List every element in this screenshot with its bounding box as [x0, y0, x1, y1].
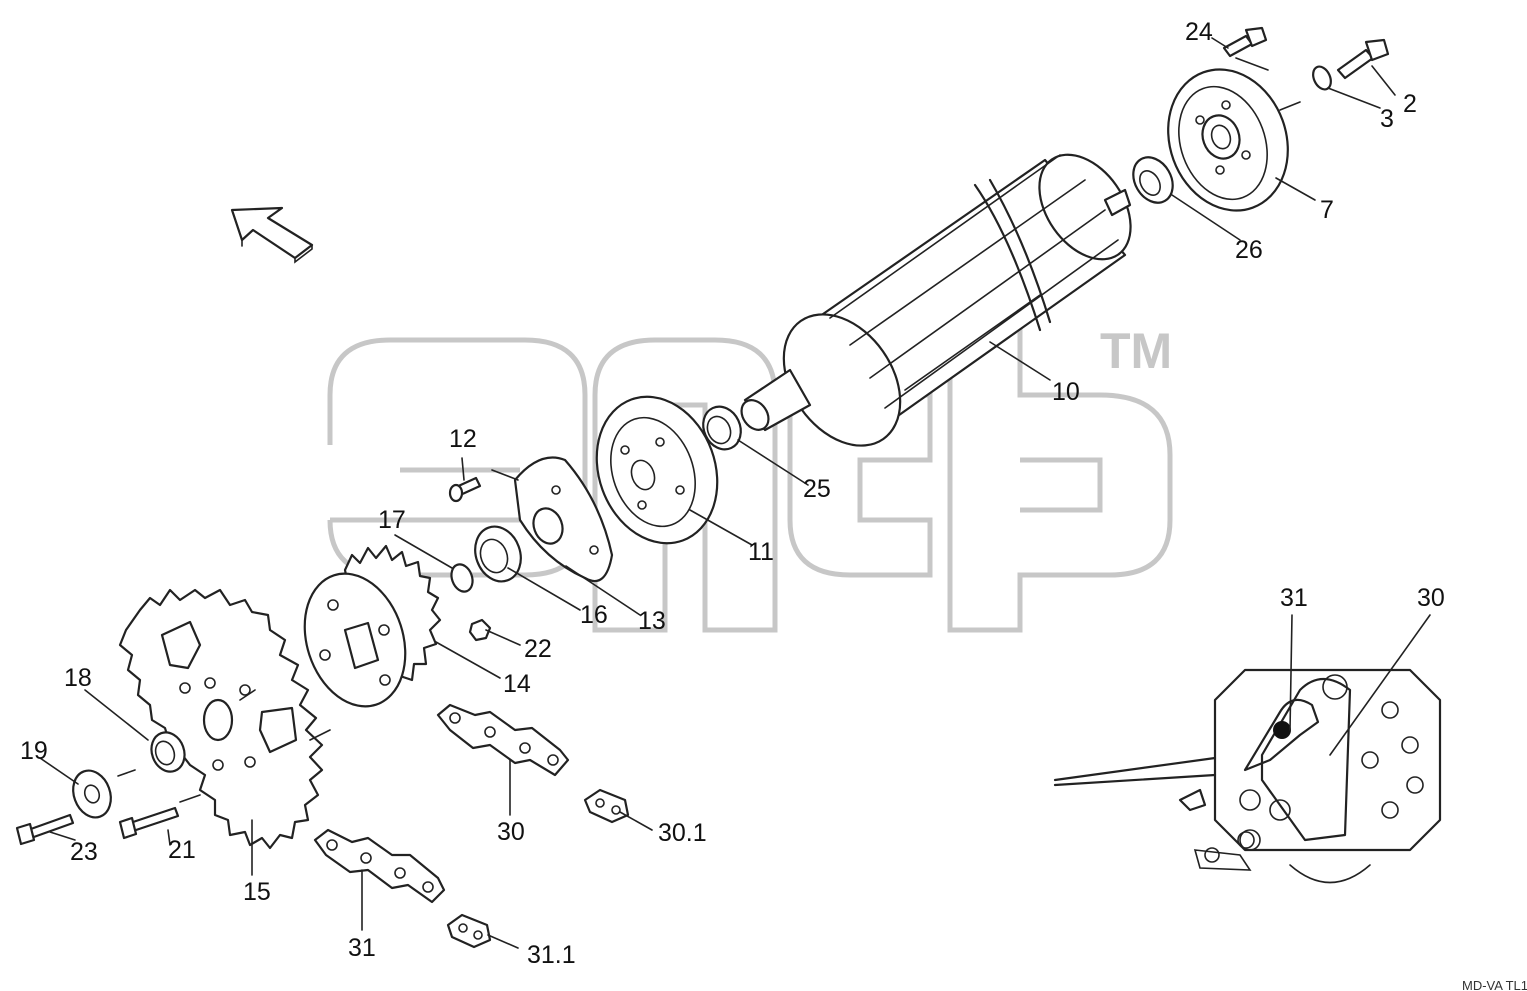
callout-24: 24	[1185, 18, 1213, 46]
callout-7: 7	[1320, 196, 1334, 224]
drawing-code: MD-VA TL10	[1462, 978, 1527, 991]
callout-3: 3	[1380, 105, 1394, 133]
watermark-tm: TM	[1100, 323, 1172, 379]
callout-30: 30	[497, 818, 525, 846]
callout-17: 17	[378, 506, 406, 534]
callout-15: 15	[243, 878, 271, 906]
bolt-part-12	[448, 476, 482, 503]
bolt-part-24	[1222, 26, 1268, 58]
callout-12: 12	[449, 425, 477, 453]
chain-link-part-31-1	[446, 913, 492, 949]
callout-30-inset: 30	[1417, 584, 1445, 612]
bushing-part-18	[150, 731, 186, 773]
bolt-part-23	[15, 813, 75, 846]
callout-11: 11	[748, 538, 774, 566]
washer-part-3	[1312, 65, 1332, 91]
callout-25: 25	[803, 475, 831, 503]
callout-30-1: 30.1	[658, 819, 707, 847]
callout-19: 19	[20, 737, 48, 765]
leader-lines	[39, 37, 1431, 949]
callout-10: 10	[1052, 378, 1080, 406]
nut-part-22	[468, 618, 492, 642]
bolt-part-21	[118, 806, 180, 840]
callout-31-1: 31.1	[527, 941, 576, 969]
callout-26: 26	[1235, 236, 1263, 264]
inset-machine-schematic	[1053, 668, 1442, 884]
callout-23: 23	[70, 838, 98, 866]
callout-21: 21	[168, 836, 196, 864]
roller-drum-part-10	[740, 153, 1132, 447]
bushing-part-26	[1132, 156, 1174, 204]
callout-18: 18	[64, 664, 92, 692]
washer-part-19	[72, 769, 112, 819]
callout-31-inset: 31	[1280, 584, 1308, 612]
direction-arrow-icon	[230, 206, 314, 264]
sprocket-part-15	[118, 588, 324, 850]
chain-link-part-30-1	[583, 788, 630, 824]
sprocket-part-14	[303, 544, 442, 708]
callout-31: 31	[348, 934, 376, 962]
chain-part-30	[436, 703, 570, 777]
chain-part-31	[313, 828, 446, 904]
callout-13: 13	[638, 607, 666, 635]
flange-plate-part-13	[513, 456, 614, 583]
callout-14: 14	[503, 670, 531, 698]
ring-part-17	[450, 563, 474, 593]
bolt-part-2	[1336, 38, 1390, 80]
callout-2: 2	[1403, 90, 1417, 118]
watermark-logo: TM	[327, 323, 1173, 633]
end-plate-part-7	[1167, 68, 1289, 212]
pulley-disc-part-11	[595, 395, 719, 545]
callout-labels: 24 2 3 7 26 10 25 11 12 17 16 13 22 14 1…	[20, 18, 1445, 969]
callout-16: 16	[580, 601, 608, 629]
callout-22: 22	[524, 635, 552, 663]
bearing-part-16	[474, 507, 564, 583]
